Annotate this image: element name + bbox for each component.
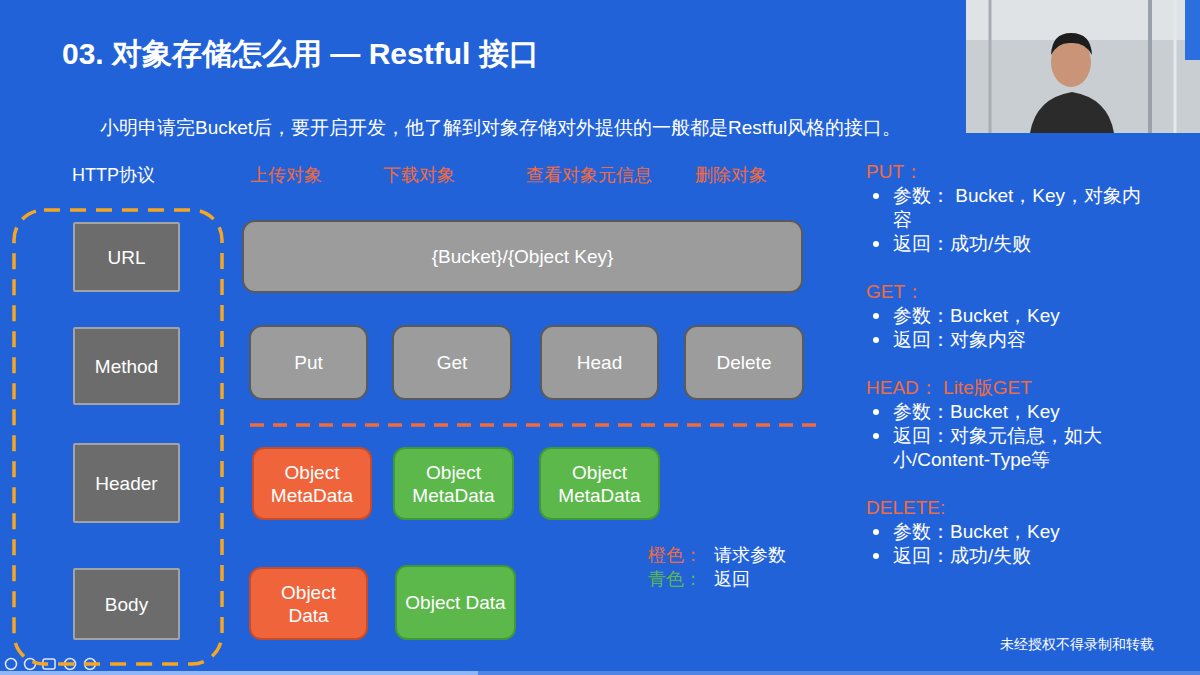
- legend-color-word: 青色：: [648, 567, 714, 591]
- box-label: Head: [577, 351, 622, 374]
- http-part-box: URL: [73, 222, 180, 292]
- column-header: 下载对象: [383, 163, 455, 187]
- player-toolbar: [0, 659, 1200, 675]
- slide-title: 03. 对象存储怎么用 — Restful 接口: [62, 34, 539, 74]
- method-bullet: 参数：Bucket，Key: [866, 400, 1155, 424]
- method-heading: HEAD： Lite版GET: [866, 376, 1176, 400]
- method-bullet: 参数：Bucket，Key: [866, 520, 1155, 544]
- method-heading: PUT：: [866, 160, 1176, 184]
- method-bullet: 返回：成功/失败: [866, 544, 1155, 568]
- column-header: 删除对象: [695, 163, 767, 187]
- box-label: Object Data: [405, 591, 505, 614]
- method-heading: DELETE:: [866, 496, 1176, 520]
- http-part-box: Header: [73, 443, 180, 523]
- method-bullet: 返回：成功/失败: [866, 232, 1155, 256]
- method-bullet: 返回：对象内容: [866, 328, 1155, 352]
- request-param-box: Object Data: [249, 567, 368, 640]
- box-label: URL: [107, 246, 145, 269]
- method-bullet: 返回：对象元信息，如大小/Content-Type等: [866, 424, 1155, 472]
- box-label: {Bucket}/{Object Key}: [432, 245, 614, 268]
- legend-key: 橙色：: [648, 545, 702, 565]
- dashed-separator: [250, 423, 820, 427]
- http-part-box: Body: [73, 568, 180, 640]
- dashed-outline: [14, 210, 222, 664]
- method-notes: PUT：参数： Bucket，Key，对象内容返回：成功/失败GET：参数：Bu…: [866, 160, 1176, 568]
- box-label: Object Data: [259, 581, 358, 627]
- request-box: Get: [392, 325, 512, 400]
- box-label: Object MetaData: [262, 461, 362, 507]
- request-box: Put: [249, 325, 368, 400]
- method-bullet: 参数： Bucket，Key，对象内容: [866, 184, 1155, 232]
- box-label: Object MetaData: [403, 461, 504, 507]
- subtitle: 小明申请完Bucket后，要开启开发，他了解到对象存储对外提供的一般都是Rest…: [100, 115, 901, 140]
- column-header: 查看对象元信息: [526, 163, 652, 187]
- request-box: {Bucket}/{Object Key}: [242, 220, 803, 293]
- legend-row: 青色： 返回: [648, 567, 750, 591]
- box-label: Object MetaData: [549, 461, 650, 507]
- http-part-box: Method: [73, 327, 180, 405]
- box-label: Delete: [717, 351, 772, 374]
- box-label: Get: [437, 351, 468, 374]
- legend-color-word: 橙色：: [648, 543, 714, 567]
- method-bullet: 参数：Bucket，Key: [866, 304, 1155, 328]
- box-label: Method: [95, 355, 158, 378]
- legend-row: 橙色： 请求参数: [648, 543, 786, 567]
- legend-key: 青色：: [648, 569, 702, 589]
- method-heading: GET：: [866, 280, 1176, 304]
- protocol-group: HTTP协议 URL MethodHeaderBody: [12, 158, 224, 666]
- request-param-box: Object MetaData: [252, 447, 372, 520]
- response-box: Object MetaData: [539, 447, 660, 520]
- group-heading: HTTP协议: [12, 158, 224, 187]
- legend-text: 返回: [714, 569, 750, 589]
- column-header: 上传对象: [250, 163, 322, 187]
- response-box: Object Data: [395, 565, 516, 640]
- response-box: Object MetaData: [393, 447, 514, 520]
- box-label: Header: [95, 472, 157, 495]
- box-label: Body: [105, 593, 148, 616]
- webcam-picture: [966, 0, 1200, 133]
- box-label: Put: [294, 351, 323, 374]
- request-box: Delete: [684, 325, 804, 400]
- watermark: 未经授权不得录制和转载: [1000, 634, 1154, 654]
- request-box: Head: [540, 325, 659, 400]
- legend-text: 请求参数: [714, 545, 786, 565]
